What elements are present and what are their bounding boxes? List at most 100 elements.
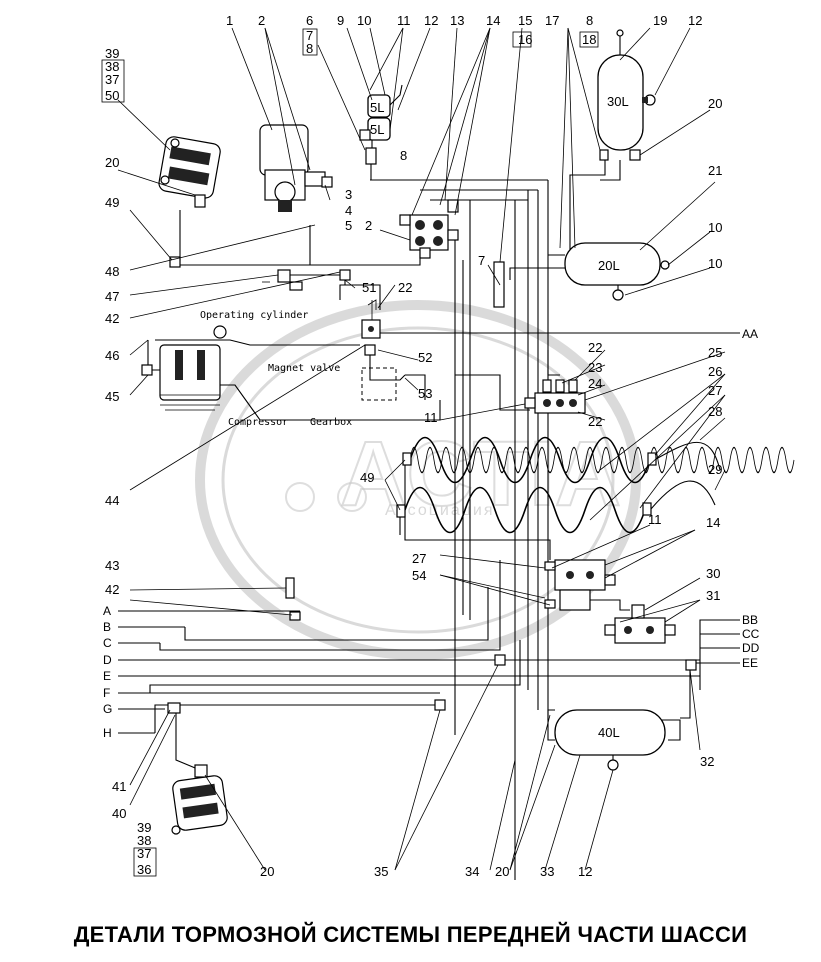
four-circuit-valve	[399, 199, 459, 251]
small-tank-a-label: 5L	[370, 100, 384, 115]
callout-37-top: 37	[105, 72, 119, 87]
callout-16: 16	[518, 32, 532, 47]
callout-31: 31	[706, 588, 720, 603]
callout-46: 46	[105, 348, 119, 363]
callout-40: 40	[112, 806, 126, 821]
callout-8-top: 8	[306, 41, 313, 56]
caption-gearbox: Gearbox	[310, 417, 352, 428]
callout-17: 17	[545, 13, 559, 28]
quick-release-valve	[604, 604, 676, 644]
callout-18: 18	[582, 32, 596, 47]
compressor	[159, 325, 227, 411]
callout-34: 34	[465, 864, 479, 879]
callout-39-bottom: 39	[137, 820, 151, 835]
brake-chamber-rear-left	[171, 764, 228, 835]
line-letter-bb: BB	[742, 613, 758, 627]
pipe-network	[118, 150, 740, 880]
brake-chamber-front-left	[158, 136, 221, 208]
component-captions: Operating cylinder Magnet valve Compress…	[200, 310, 352, 428]
tank-20l-label: 20L	[598, 258, 620, 273]
page-title: ДЕТАЛИ ТОРМОЗНОЙ СИСТЕМЫ ПЕРЕДНЕЙ ЧАСТИ …	[73, 922, 748, 947]
callout-24: 24	[588, 376, 602, 391]
callout-3: 3	[345, 187, 352, 202]
callout-20-bottom: 20	[495, 864, 509, 879]
callout-5: 5	[345, 218, 352, 233]
caption-magnet-valve: Magnet valve	[268, 363, 340, 374]
callout-12-bottom: 12	[578, 864, 592, 879]
brake-system-diagram: ACTIA Ассоциация	[101, 13, 795, 880]
line-letter-ee: EE	[742, 656, 758, 670]
callout-52: 52	[418, 350, 432, 365]
callout-22-right: 22	[588, 340, 602, 355]
callout-37-bottom: 37	[137, 846, 151, 861]
callout-49-left: 49	[105, 195, 119, 210]
callout-39-top: 39	[105, 46, 119, 61]
line-letter-e: E	[103, 669, 111, 683]
callout-20-bottom-left: 20	[260, 864, 274, 879]
callout-14-lower: 14	[706, 515, 720, 530]
callout-35: 35	[374, 864, 388, 879]
line-letter-g: G	[103, 702, 112, 716]
leader-lines	[117, 27, 726, 871]
callout-30: 30	[706, 566, 720, 581]
gearbox-box	[361, 367, 397, 401]
small-tank-group: 5L 5L	[365, 84, 403, 180]
callout-32: 32	[700, 754, 714, 769]
line-letter-cc: CC	[742, 627, 760, 641]
callout-8-tank: 8	[586, 13, 593, 28]
air-tank-30l: 30L	[597, 29, 656, 161]
callout-27-right: 27	[708, 383, 722, 398]
callout-12-tank: 12	[688, 13, 702, 28]
callout-44: 44	[105, 493, 119, 508]
callout-numbers: 1 2 6 7 8 9 10 11 12 13 14 15 16 17 8 18…	[101, 13, 722, 879]
callout-26: 26	[708, 364, 722, 379]
callout-27-lower: 27	[412, 551, 426, 566]
callout-8-mid: 8	[400, 148, 407, 163]
fittings	[141, 129, 697, 714]
callout-29: 29	[708, 462, 722, 477]
callout-14: 14	[486, 13, 500, 28]
callout-54: 54	[412, 568, 426, 583]
callout-28: 28	[708, 404, 722, 419]
callout-41: 41	[112, 779, 126, 794]
magnet-valve	[361, 299, 381, 356]
callout-11-lower: 11	[648, 512, 662, 527]
air-tank-40l: 40L	[554, 709, 666, 771]
caption-compressor: Compressor	[228, 417, 288, 428]
tank-40l-label: 40L	[598, 725, 620, 740]
callout-11: 11	[397, 13, 411, 28]
callout-12-right: 10	[708, 256, 722, 271]
callout-4: 4	[345, 203, 352, 218]
line-letter-f: F	[103, 686, 110, 700]
callout-23: 23	[588, 360, 602, 375]
callout-21: 21	[708, 163, 722, 178]
manifold-block	[524, 379, 586, 414]
callout-6: 6	[306, 13, 313, 28]
callout-11-mid: 11	[424, 410, 438, 425]
relay-valve	[544, 559, 616, 611]
callout-48: 48	[105, 264, 119, 279]
callout-50: 50	[105, 88, 119, 103]
tank-30l-label: 30L	[607, 94, 629, 109]
callout-49-mid: 49	[360, 470, 374, 485]
air-dryer-unit	[259, 124, 333, 212]
callout-10-right: 10	[708, 220, 722, 235]
callout-7-mid: 7	[478, 253, 485, 268]
callout-43: 43	[105, 558, 119, 573]
line-letter-d: D	[103, 653, 112, 667]
callout-53: 53	[418, 386, 432, 401]
callout-15: 15	[518, 13, 532, 28]
coiled-hoses	[396, 436, 795, 534]
callout-25: 25	[708, 345, 722, 360]
callout-38-top: 38	[105, 59, 119, 74]
callout-38-bottom: 38	[137, 833, 151, 848]
line-letter-b: B	[103, 620, 111, 634]
callout-45: 45	[105, 389, 119, 404]
callout-12-top: 12	[424, 13, 438, 28]
air-tank-20l: 20L	[564, 242, 670, 301]
callout-22-top: 22	[398, 280, 412, 295]
line-letters: A B C D E F G H AA BB CC DD EE	[103, 327, 760, 740]
callout-36: 36	[137, 862, 151, 877]
line-letter-dd: DD	[742, 641, 760, 655]
line-letter-aa: AA	[742, 327, 758, 341]
